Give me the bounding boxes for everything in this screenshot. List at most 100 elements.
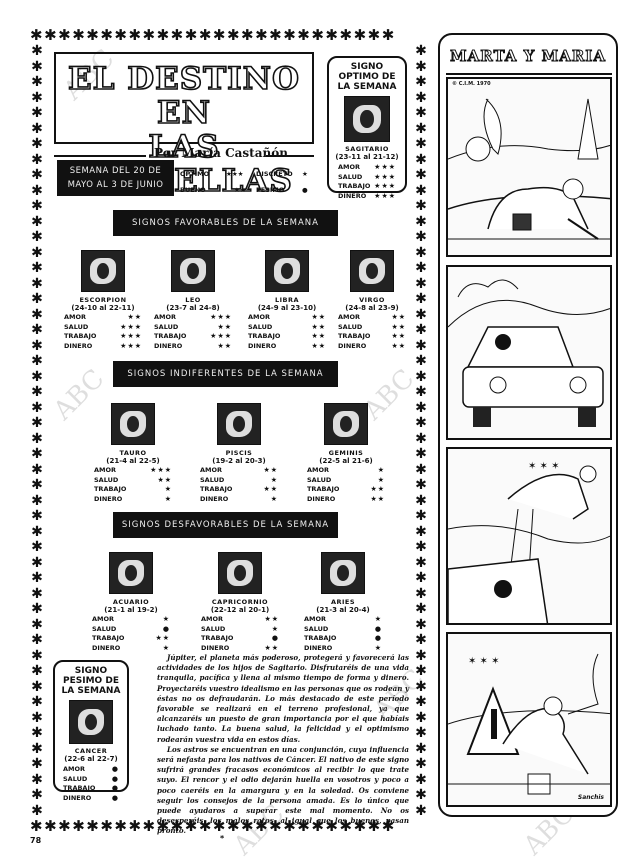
sign-name: SAGITARIO: [345, 145, 389, 153]
sagittarius-icon: [344, 96, 390, 142]
libra-icon: [265, 250, 309, 292]
pisces-icon: [217, 403, 261, 445]
star-icon: ★: [302, 170, 308, 178]
aries-icon: [321, 552, 365, 594]
sign-dates: (22-6 al 22-7): [64, 755, 118, 763]
sign-name: CAPRICORNIO: [211, 598, 269, 606]
ratings-table: AMOR★★ SALUD★★★ TRABAJO★★★ DINERO★★★: [64, 313, 142, 350]
divider: [446, 73, 612, 75]
leo-icon: [171, 250, 215, 292]
comic-panel-4: ✶ ✶ ✶ Sanchis: [446, 632, 612, 807]
sign-dates: (23-7 al 24-8): [166, 304, 220, 312]
sign-name: ESCORPION: [79, 296, 127, 304]
week-range: SEMANA DEL 20 DE MAYO AL 3 DE JUNIO: [57, 160, 174, 196]
sign-card-escorpion: ESCORPION (24-10 al 22-11) AMOR★★ SALUD★…: [62, 250, 144, 352]
divider: [54, 155, 146, 157]
artist-signature: Sanchis: [577, 794, 604, 801]
week-line-2: MAYO AL 3 DE JUNIO: [67, 180, 164, 190]
sign-dates: (24-8 al 23-9): [345, 304, 399, 312]
box-heading: PESIMO DE: [63, 676, 119, 686]
comic-panel-1: © C.I.M. 1970: [446, 77, 612, 257]
sign-name: VIRGO: [359, 296, 385, 304]
horoscope-article: Júpiter, el planeta más poderoso, proteg…: [157, 653, 409, 837]
man-painting-road-illustration: [448, 98, 610, 240]
man-hit-by-car-illustration: ✶ ✶ ✶: [448, 461, 610, 623]
aquarius-icon: [109, 552, 153, 594]
comic-panel-3: ✶ ✶ ✶: [446, 447, 612, 625]
page-number: 78: [30, 836, 42, 845]
byline: Por María Castañón: [154, 146, 288, 160]
ratings-table: AMOR★★★ SALUD★★★ TRABAJO★★★ DINERO★★★: [338, 163, 396, 200]
star-border-bottom: ✱✱✱✱✱✱✱✱✱✱✱✱✱✱✱✱✱✱✱✱✱✱✱✱✱✱: [30, 817, 396, 835]
legend-item: DISCRETO★: [256, 170, 308, 178]
capricorn-icon: [218, 552, 262, 594]
ratings-table: AMOR★★★ SALUD★★ TRABAJO★★★ DINERO★★: [154, 313, 232, 350]
box-heading: SIGNO: [74, 666, 108, 676]
cancer-icon: [69, 700, 113, 744]
sign-dates: (23-11 al 21-12): [335, 153, 399, 161]
section-header-favorables: SIGNOS FAVORABLES DE LA SEMANA: [113, 210, 338, 236]
sign-name: LIBRA: [274, 296, 300, 304]
sign-name: ACUARIO: [112, 598, 150, 606]
divider: [266, 155, 314, 157]
dot-icon: ●: [302, 186, 308, 194]
section-header-indiferentes: SIGNOS INDIFERENTES DE LA SEMANA: [113, 361, 338, 387]
article-paragraph: Júpiter, el planeta más poderoso, proteg…: [157, 653, 409, 744]
sign-name: ARIES: [330, 598, 356, 606]
legend-right: DISCRETO★ PESIMO●: [256, 166, 308, 198]
sign-dates: (22-5 al 21-6): [319, 457, 373, 465]
car-driving-illustration: [448, 279, 610, 427]
sign-card-aries: ARIES (21-3 al 20-4) AMOR★ SALUD● TRABAJ…: [302, 552, 384, 654]
sign-dates: (21-1 al 19-2): [104, 606, 158, 614]
comic-panel-2: [446, 265, 612, 440]
gemini-icon: [324, 403, 368, 445]
sign-name: TAURO: [119, 449, 147, 457]
star-border-left: ✱✱✱✱✱✱✱✱✱✱✱✱✱✱✱✱✱✱✱✱✱✱✱✱✱✱✱✱✱✱✱✱✱✱✱✱✱✱✱✱…: [31, 43, 43, 819]
taurus-icon: [111, 403, 155, 445]
sign-card-virgo: VIRGO (24-8 al 23-9) AMOR★★ SALUD★★ TRAB…: [336, 250, 408, 352]
comic-title: MARTA Y MARIA: [450, 47, 606, 66]
ratings-table: AMOR● SALUD● TRABAJO● DINERO●: [63, 765, 119, 802]
page-title-line-1: EL DESTINO EN: [67, 61, 301, 131]
man-with-warning-sign-illustration: ✶ ✶ ✶: [448, 653, 610, 795]
week-line-1: SEMANA DEL 20 DE: [69, 166, 162, 176]
ratings-table: AMOR★ SALUD● TRABAJO● DINERO★: [304, 615, 382, 652]
ratings-table: AMOR★ SALUD● TRABAJO★★ DINERO★: [92, 615, 170, 652]
star-icon: ★★: [234, 186, 246, 194]
sign-name: PISCIS: [225, 449, 253, 457]
sign-name: GEMINIS: [328, 449, 364, 457]
sign-card-piscis: PISCIS (19-2 al 20-3) AMOR★★ SALUD★ TRAB…: [198, 403, 280, 505]
sign-dates: (24-10 al 22-11): [71, 304, 135, 312]
sign-name: LEO: [185, 296, 201, 304]
virgo-icon: [350, 250, 394, 292]
sign-name: CANCER: [74, 747, 108, 755]
star-border-top: ✱✱✱✱✱✱✱✱✱✱✱✱✱✱✱✱✱✱✱✱✱✱✱✱✱✱: [30, 26, 396, 44]
article-paragraph: Los astros se encuentran en una conjunci…: [157, 744, 409, 836]
box-heading: LA SEMANA: [61, 686, 121, 696]
sign-card-acuario: ACUARIO (21-1 al 19-2) AMOR★ SALUD● TRAB…: [90, 552, 172, 654]
sign-dates: (22-12 al 20-1): [210, 606, 270, 614]
copyright: © C.I.M. 1970: [452, 81, 491, 87]
scorpio-icon: [81, 250, 125, 292]
worst-sign-box: SIGNO PESIMO DE LA SEMANA CANCER (22-6 a…: [53, 660, 129, 801]
ratings-table: AMOR★★★ SALUD★★ TRABAJO★ DINERO★: [94, 466, 172, 503]
legend-item: BUENO★★: [180, 186, 246, 194]
sign-dates: (19-2 al 20-3): [212, 457, 266, 465]
star-icon: ★★★: [226, 170, 244, 178]
comic-strip: MARTA Y MARIA © C.I.M. 1970: [438, 33, 618, 817]
sign-card-capricornio: CAPRICORNIO (22-12 al 20-1) AMOR★★ SALUD…: [199, 552, 281, 654]
ratings-table: AMOR★★ SALUD★ TRABAJO★★ DINERO★: [200, 466, 278, 503]
box-heading: OPTIMO DE: [338, 72, 396, 82]
ratings-table: AMOR★★ SALUD★ TRABAJO● DINERO★★: [201, 615, 279, 652]
ratings-table: AMOR★★ SALUD★★ TRABAJO★★ DINERO★★: [248, 313, 326, 350]
legend-item: PESIMO●: [256, 186, 308, 194]
svg-text:✶ ✶ ✶: ✶ ✶ ✶: [528, 461, 560, 472]
legend-item: OPTIMO★★★: [180, 170, 244, 178]
ratings-table: AMOR★ SALUD★ TRABAJO★★ DINERO★★: [307, 466, 385, 503]
sign-card-tauro: TAURO (21-4 al 22-5) AMOR★★★ SALUD★★ TRA…: [92, 403, 174, 505]
sign-dates: (24-9 al 23-10): [257, 304, 317, 312]
sign-card-libra: LIBRA (24-9 al 23-10) AMOR★★ SALUD★★ TRA…: [246, 250, 328, 352]
section-header-desfavorables: SIGNOS DESFAVORABLES DE LA SEMANA: [113, 512, 338, 538]
sign-dates: (21-3 al 20-4): [316, 606, 370, 614]
sign-card-geminis: GEMINIS (22-5 al 21-6) AMOR★ SALUD★ TRAB…: [305, 403, 387, 505]
